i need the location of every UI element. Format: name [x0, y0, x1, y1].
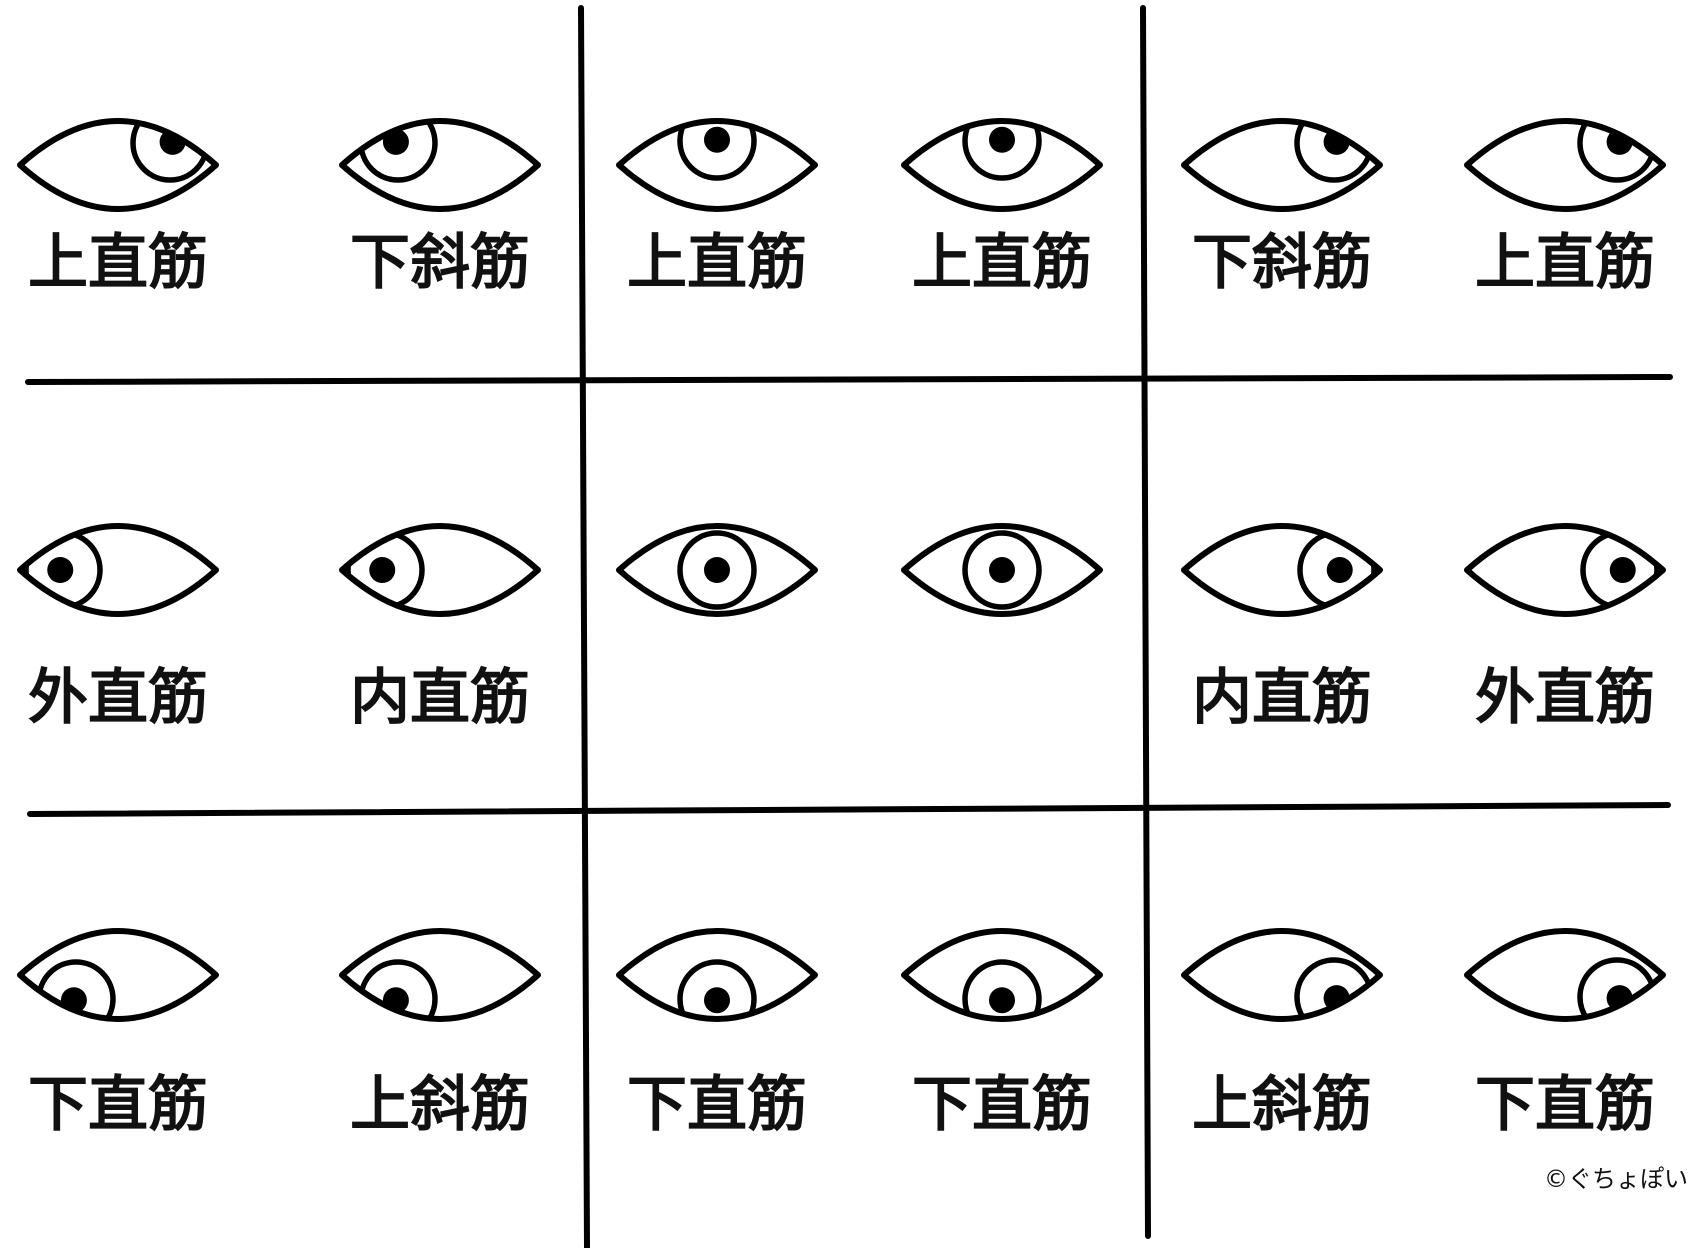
eye-icon	[616, 928, 818, 1022]
pupil-dot	[989, 126, 1015, 153]
iris-circle	[677, 959, 757, 1019]
eye-outline	[17, 523, 219, 617]
eye-outline	[339, 523, 541, 617]
grid-lines	[25, 5, 1673, 1248]
eye-outline	[616, 523, 818, 617]
pupil-dot	[989, 557, 1015, 583]
muscle-label: 下斜筋	[350, 228, 530, 298]
grid-line-v1	[578, 5, 590, 1248]
pupil-dot	[704, 557, 730, 583]
eye-icon	[1181, 118, 1383, 212]
credit-text: ©ぐちょぽい	[1544, 1165, 1688, 1193]
eye-icon	[1464, 118, 1666, 212]
eye-outline	[1464, 523, 1666, 617]
eye-outline	[1181, 118, 1383, 212]
muscle-label: 上直筋	[1475, 228, 1655, 298]
eye-outline	[901, 928, 1103, 1022]
pupil-dot	[47, 557, 74, 583]
eye-icon	[616, 118, 818, 212]
eyes-layer	[17, 118, 1666, 1022]
eye-icon	[1181, 928, 1383, 1022]
eye-outline	[1464, 928, 1666, 1022]
muscle-label: 下斜筋	[1192, 228, 1372, 298]
eye-outline	[901, 118, 1103, 212]
muscle-label: 下直筋	[627, 1070, 807, 1140]
muscle-label: 上直筋	[28, 228, 208, 298]
iris-circle	[677, 530, 757, 610]
eye-icon	[1181, 523, 1383, 617]
grid-line-h2	[27, 802, 1671, 817]
muscle-label: 上斜筋	[350, 1070, 530, 1140]
eye-icon	[616, 523, 818, 617]
eye-icon	[901, 523, 1103, 617]
pupil-dot	[1609, 557, 1636, 583]
muscle-label: 外直筋	[28, 663, 208, 733]
eye-outline	[616, 118, 818, 212]
eye-icon	[1464, 523, 1666, 617]
muscle-label: 内直筋	[1192, 663, 1372, 733]
eye-icon	[17, 928, 219, 1022]
eye-icon	[17, 118, 219, 212]
grid-line-h1	[25, 374, 1673, 385]
eye-outline	[901, 523, 1103, 617]
eye-outline	[17, 118, 219, 212]
eye-outline	[1464, 118, 1666, 212]
pupil-dot	[704, 126, 730, 153]
iris-circle	[962, 121, 1042, 181]
muscle-label: 下直筋	[912, 1070, 1092, 1140]
iris-circle	[677, 121, 757, 181]
eye-icon	[1464, 928, 1666, 1022]
eye-outline	[17, 928, 219, 1022]
muscle-label: 内直筋	[350, 663, 530, 733]
eye-outline	[616, 928, 818, 1022]
pupil-dot	[704, 987, 730, 1014]
grid-line-v2	[1140, 5, 1151, 1239]
muscle-label: 上直筋	[912, 228, 1092, 298]
iris-circle	[962, 959, 1042, 1019]
muscle-label: 上斜筋	[1192, 1070, 1372, 1140]
eye-icon	[339, 523, 541, 617]
eye-icon	[901, 118, 1103, 212]
eye-icon	[17, 523, 219, 617]
eye-outline	[1181, 928, 1383, 1022]
muscle-label: 外直筋	[1475, 663, 1655, 733]
muscle-label: 上直筋	[627, 228, 807, 298]
eye-outline	[339, 118, 541, 212]
eye-icon	[339, 928, 541, 1022]
pupil-dot	[989, 987, 1015, 1014]
eye-outline	[1181, 523, 1383, 617]
eye-icon	[339, 118, 541, 212]
eye-outline	[339, 928, 541, 1022]
iris-circle	[962, 530, 1042, 610]
muscle-label: 下直筋	[28, 1070, 208, 1140]
pupil-dot	[369, 557, 396, 583]
muscle-label: 下直筋	[1475, 1070, 1655, 1140]
eye-icon	[901, 928, 1103, 1022]
pupil-dot	[1326, 557, 1353, 583]
